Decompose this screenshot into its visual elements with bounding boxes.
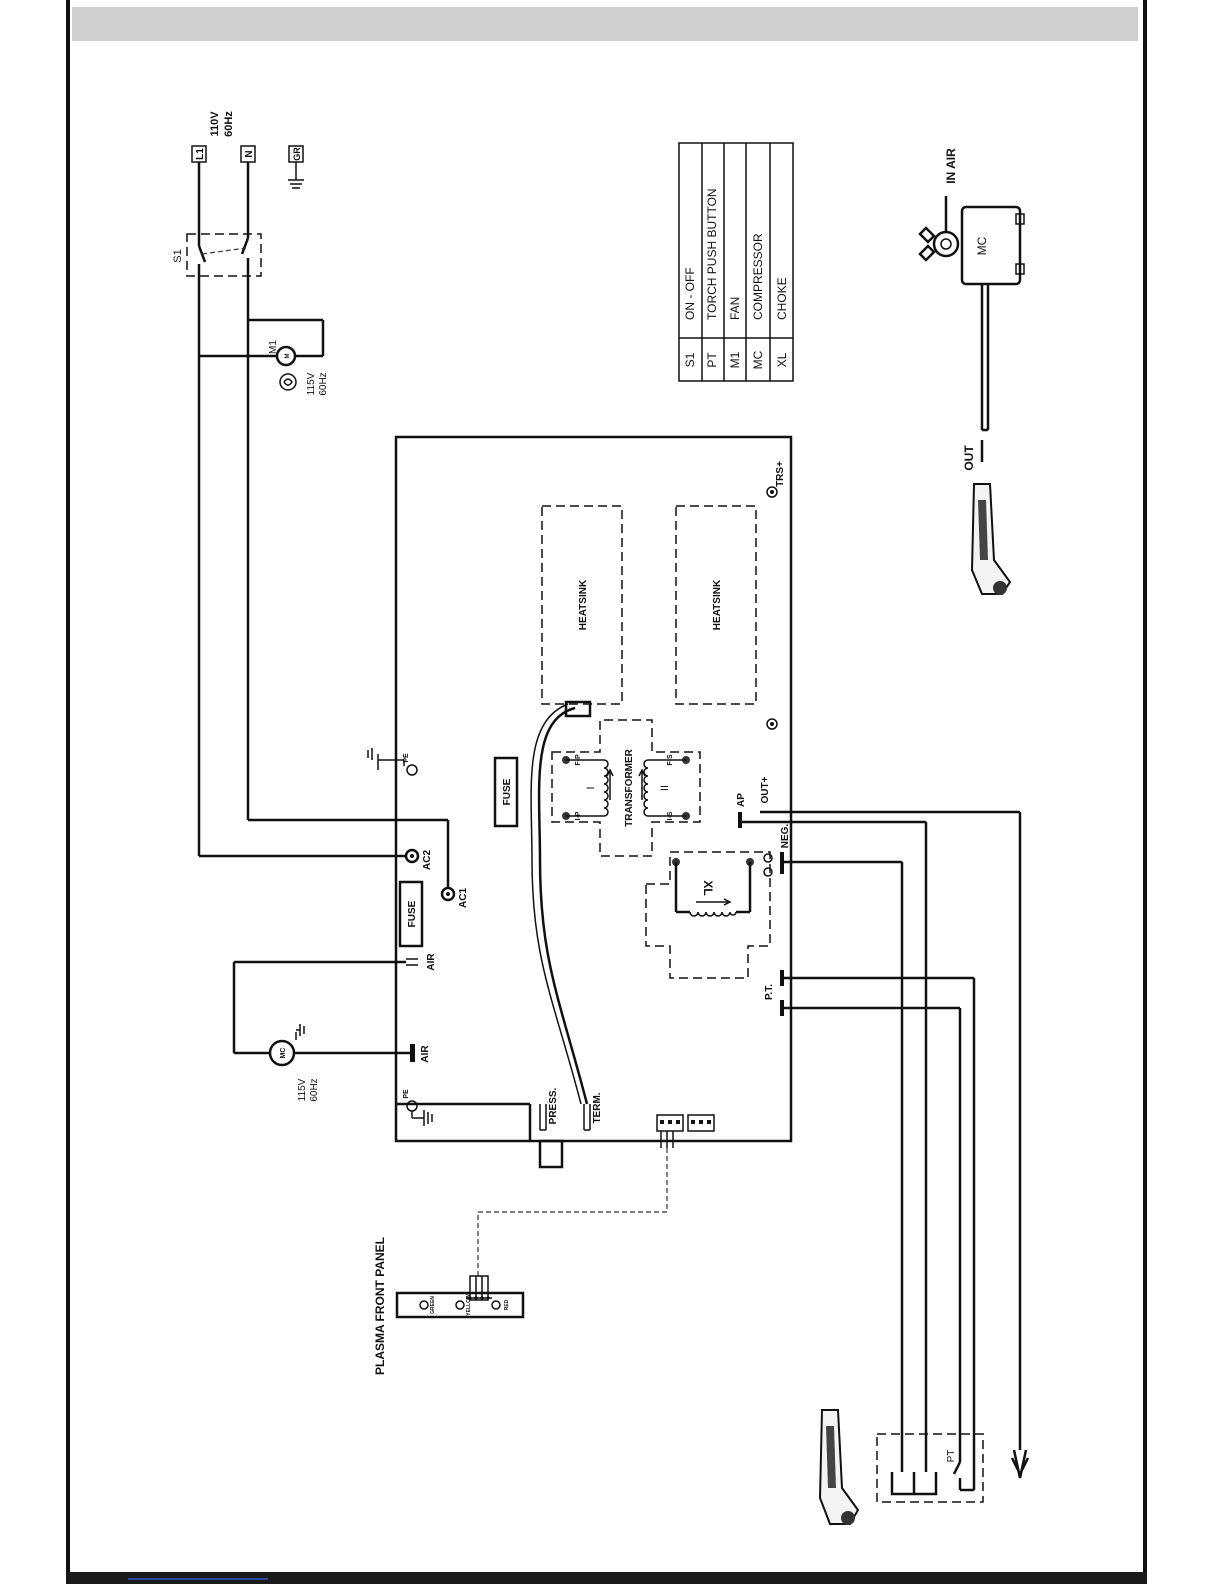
legend-description: CHOKE bbox=[775, 277, 789, 320]
torch-icon bbox=[820, 1410, 858, 1525]
air-connector-2-label: AIR bbox=[420, 1045, 431, 1063]
red-led-label: RED bbox=[504, 1299, 510, 1310]
page-frame-right bbox=[1143, 0, 1147, 1584]
neg-terminal bbox=[780, 852, 784, 874]
air-out-label: OUT bbox=[962, 445, 976, 471]
primary-label: I bbox=[585, 786, 597, 789]
press-label: PRESS. bbox=[548, 1087, 559, 1124]
header-band bbox=[72, 7, 1138, 41]
fuse-input-label: FUSE bbox=[407, 900, 418, 927]
transformer-is-label: I-S bbox=[667, 811, 674, 820]
primary-winding bbox=[604, 760, 608, 816]
legend-code: PT bbox=[705, 352, 719, 368]
term-label: TERM. bbox=[592, 1092, 603, 1123]
heatsink-1-label: HEATSINK bbox=[578, 579, 589, 630]
thermal-cable bbox=[539, 708, 587, 1104]
compressor-voltage: 115V bbox=[297, 1078, 308, 1101]
plasma-torch-icon bbox=[972, 484, 1010, 595]
output-wiring bbox=[742, 812, 1028, 1490]
air-connector-1-label: AIR bbox=[426, 953, 437, 971]
pe-label-top: PE bbox=[403, 753, 410, 763]
fuse-board-label: FUSE bbox=[502, 778, 513, 805]
fan-frequency: 60Hz bbox=[318, 372, 329, 395]
legend-code: M1 bbox=[728, 351, 742, 368]
neg-terminal-dot bbox=[764, 854, 772, 862]
choke-label: XL bbox=[701, 880, 715, 895]
air-unit-fitting-bottom bbox=[920, 246, 934, 260]
fan-m1: M M1 115V 60Hz bbox=[199, 320, 329, 396]
legend-description: FAN bbox=[728, 297, 742, 320]
transformer-fs-label: F-S bbox=[667, 754, 674, 766]
page-frame-left bbox=[66, 0, 70, 1584]
legend-description: COMPRESSOR bbox=[751, 233, 765, 320]
legend-code: MC bbox=[751, 350, 765, 369]
pe-terminal-top bbox=[407, 765, 417, 775]
fan-motor-glyph: M bbox=[285, 354, 291, 359]
fan-blade-icon bbox=[280, 374, 296, 390]
ap-terminal bbox=[738, 812, 742, 828]
ground-clamp-icon bbox=[1012, 1450, 1028, 1478]
air-in-label: IN AIR bbox=[944, 148, 958, 184]
air-unit-valve bbox=[934, 232, 958, 256]
out-plus-label: OUT+ bbox=[760, 776, 771, 803]
green-led bbox=[420, 1301, 428, 1309]
neg-terminal-dot bbox=[764, 868, 772, 876]
trs-label: TRS+ bbox=[775, 461, 786, 487]
transformer-fp-label: F-P bbox=[575, 754, 582, 766]
ac2-label: AC2 bbox=[422, 850, 433, 870]
legend-code: XL bbox=[775, 352, 789, 367]
choke-winding bbox=[690, 912, 736, 916]
transformer-label: TRANSFORMER bbox=[624, 748, 635, 827]
air-unit-fitting-top bbox=[920, 228, 934, 242]
air-connector-2 bbox=[410, 1044, 415, 1062]
front-panel-cable bbox=[478, 1148, 667, 1276]
legend-description: TORCH PUSH BUTTON bbox=[705, 188, 719, 320]
pt-label: P.T. bbox=[764, 984, 775, 1000]
pt-terminal-2 bbox=[780, 1000, 784, 1016]
ac1-label: AC1 bbox=[458, 888, 469, 908]
yellow-led bbox=[456, 1301, 464, 1309]
fan-label: M1 bbox=[268, 340, 279, 354]
air-unit-body bbox=[962, 207, 1020, 284]
secondary-winding bbox=[644, 760, 648, 816]
main-board: HEATSINK HEATSINK TRS+ PE FUSE AC2 AC1 F… bbox=[199, 437, 791, 1276]
terminal-l1-label: L1 bbox=[195, 148, 206, 160]
heatsink-2-label: HEATSINK bbox=[712, 579, 723, 630]
air-compressor-unit: MC IN AIR OUT bbox=[920, 148, 1024, 471]
pt-terminal-1 bbox=[780, 970, 784, 986]
compressor-glyph: MC bbox=[280, 1048, 287, 1059]
front-panel-title: PLASMA FRONT PANEL bbox=[373, 1237, 387, 1375]
legend-table: S1 PT M1 MC XL ON - OFF TORCH PUSH BUTTO… bbox=[679, 143, 793, 381]
fan-voltage: 115V bbox=[306, 372, 317, 395]
terminal-gr-label: GR bbox=[292, 147, 302, 161]
pressure-switch bbox=[540, 1141, 562, 1167]
pe-label-bottom: PE bbox=[403, 1089, 410, 1099]
compressor-frequency: 60Hz bbox=[309, 1078, 320, 1101]
secondary-label: II bbox=[659, 785, 671, 791]
supply-frequency: 60Hz bbox=[223, 111, 235, 137]
ap-label: AP bbox=[736, 793, 747, 807]
torch-switch-label: PT bbox=[946, 1450, 957, 1463]
ground-symbol bbox=[288, 162, 304, 188]
torch-connection-box: PT bbox=[877, 1434, 983, 1502]
torch-switch-contact bbox=[954, 1462, 960, 1474]
legend-description: ON - OFF bbox=[683, 267, 697, 320]
front-panel: PLASMA FRONT PANEL GREEN YELLOW RED bbox=[373, 1237, 523, 1375]
s1-switch: S1 bbox=[172, 162, 261, 856]
terminal-n-label: N bbox=[244, 150, 255, 157]
green-led-label: GREEN bbox=[430, 1296, 436, 1314]
air-unit-label: MC bbox=[975, 236, 989, 255]
transformer-ip-label: I-P bbox=[575, 811, 582, 820]
legend-code: S1 bbox=[683, 352, 697, 367]
red-led bbox=[492, 1301, 500, 1309]
footer-bar bbox=[66, 1572, 1147, 1584]
s1-label: S1 bbox=[172, 249, 184, 262]
neg-label: NEG. bbox=[780, 824, 791, 849]
supply-voltage: 110V bbox=[209, 111, 221, 137]
pe-terminal-bottom bbox=[407, 1101, 417, 1111]
